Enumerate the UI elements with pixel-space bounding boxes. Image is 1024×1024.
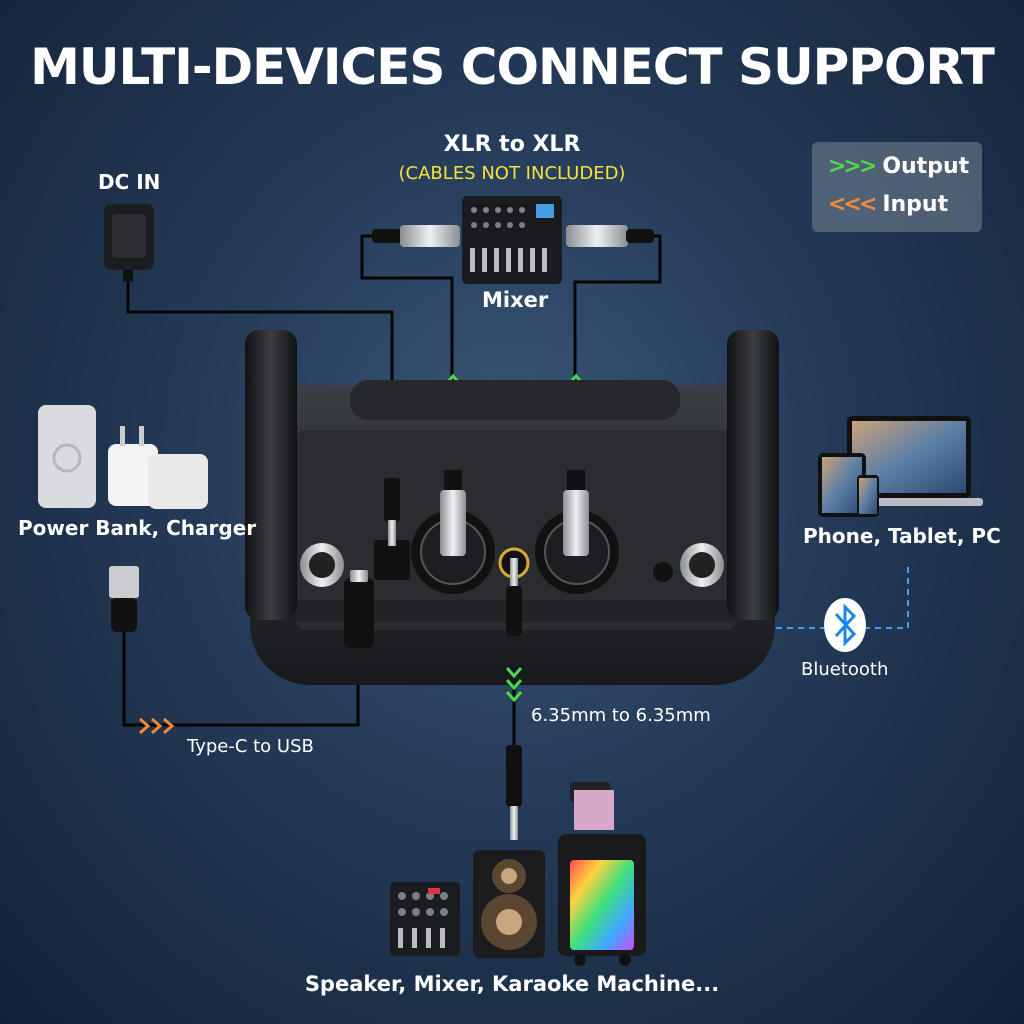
jack-plug-device-icon [506, 558, 522, 636]
legend: >>>Output <<<Input [812, 142, 982, 232]
bluetooth-link [765, 563, 909, 629]
dc-in-label: DC IN [98, 170, 161, 194]
output-arrows-jack [505, 667, 523, 703]
speaker-icon [473, 850, 545, 958]
legend-input: <<<Input [828, 192, 948, 217]
xlr-plug-device-right-icon [563, 470, 589, 556]
legend-input-label: Input [882, 192, 949, 217]
usb-cable-icon [109, 566, 139, 632]
xlr-plug-left-icon [372, 225, 460, 247]
karaoke-machine-icon [558, 782, 646, 966]
input-arrow-icon: <<< [828, 192, 877, 217]
page-title: MULTI-DEVICES CONNECT SUPPORT [30, 38, 995, 96]
legend-output: >>>Output [828, 154, 969, 179]
typec-plug-icon [344, 570, 374, 648]
power-adapter-icon [104, 204, 154, 282]
dj-mixer-icon [390, 882, 460, 956]
input-arrows-typec [139, 717, 175, 735]
jack-label: 6.35mm to 6.35mm [531, 705, 711, 726]
xlr-left-cable [360, 234, 454, 475]
xlr-plug-device-left-icon [440, 470, 466, 556]
wall-charger-icon [108, 426, 208, 509]
xlr-right-cable [573, 234, 662, 475]
typec-label: Type-C to USB [187, 736, 314, 757]
bluetooth-label: Bluetooth [801, 659, 889, 680]
mixer-icon [462, 196, 562, 284]
xlr-note: (CABLES NOT INCLUDED) [398, 163, 626, 184]
power-bank-label: Power Bank, Charger [18, 516, 257, 540]
xlr-title: XLR to XLR [443, 132, 581, 157]
xlr-plug-right-icon [566, 225, 654, 247]
phone-icon [857, 475, 879, 517]
output-arrow-icon: >>> [828, 154, 877, 179]
bottom-label: Speaker, Mixer, Karaoke Machine... [304, 972, 720, 996]
phone-tablet-pc-label: Phone, Tablet, PC [803, 524, 1001, 548]
wireless-receiver-icon [245, 330, 779, 685]
legend-output-label: Output [882, 154, 970, 179]
tablet-icon [818, 453, 866, 517]
power-bank-icon [38, 405, 96, 508]
bluetooth-icon [824, 598, 866, 652]
jack-plug-lower-icon [506, 745, 522, 840]
dc-plug-icon [384, 478, 400, 546]
mixer-label: Mixer [482, 288, 549, 312]
